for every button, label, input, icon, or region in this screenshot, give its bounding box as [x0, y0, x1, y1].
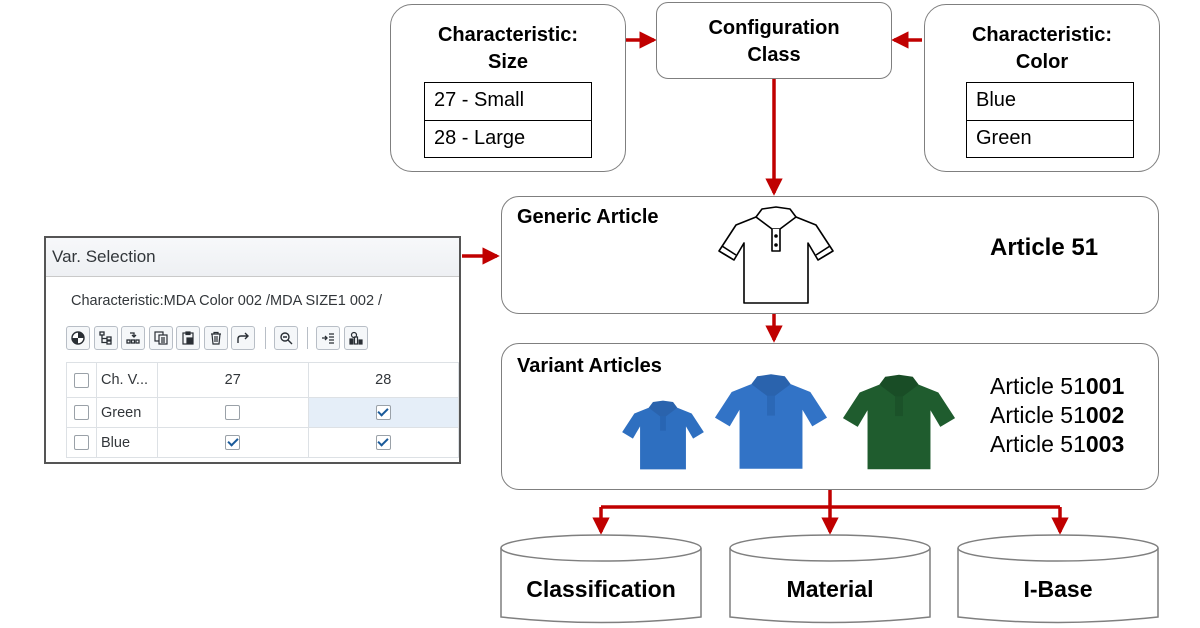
collapse-icon[interactable] — [121, 326, 145, 350]
column-header-27: 27 — [157, 362, 309, 398]
row-label-green: Green — [96, 397, 158, 428]
size-value-small: 27 - Small — [434, 89, 525, 111]
color-value-blue: Blue — [976, 89, 1017, 111]
checkbox-checked[interactable] — [375, 435, 391, 451]
indent-icon[interactable] — [316, 326, 340, 350]
blue-polo-small-image — [622, 400, 704, 470]
classification-label: Classification — [526, 576, 676, 602]
table-row: Blue — [66, 427, 459, 458]
characteristic-size-title: Characteristic: Size — [437, 24, 579, 73]
cell-blue-27[interactable] — [157, 427, 309, 458]
settings-icon[interactable] — [343, 326, 368, 350]
material-database: Material — [729, 533, 931, 625]
variant-articles-box: Variant Articles Article 51001 Article 5… — [501, 343, 1159, 490]
generic-article-box: Generic Article Article 51 — [501, 196, 1159, 314]
database-cylinder-icon — [729, 534, 931, 624]
var-selection-subtitle: Characteristic:MDA Color 002 /MDA SIZE1 … — [71, 293, 383, 309]
var-selection-toolbar — [66, 324, 371, 352]
blue-polo-large-image — [714, 374, 828, 469]
color-values-table: Blue Green — [966, 82, 1134, 158]
ibase-label: I-Base — [1023, 576, 1093, 602]
cell-green-28[interactable] — [307, 397, 459, 428]
variant-articles-label: Variant Articles — [517, 355, 662, 377]
row-select-checkbox[interactable] — [66, 427, 97, 458]
size-values-table: 27 - Small 28 - Large — [424, 82, 592, 158]
variant-article-2: Article 51002 — [990, 402, 1125, 428]
database-cylinder-icon — [500, 534, 702, 624]
polo-shirt-outline-icon — [718, 206, 834, 304]
var-selection-title: Var. Selection — [46, 238, 459, 277]
generic-article-label: Generic Article — [517, 206, 659, 228]
color-value-green: Green — [967, 120, 1133, 157]
row-label-blue: Blue — [96, 427, 158, 458]
column-header-28: 28 — [307, 362, 459, 398]
var-selection-panel: Var. Selection Characteristic:MDA Color … — [44, 236, 461, 464]
copy-icon[interactable] — [148, 326, 173, 350]
row-select-checkbox[interactable] — [66, 397, 97, 428]
variant-article-1: Article 51001 — [990, 373, 1125, 399]
database-cylinder-icon — [957, 534, 1159, 624]
paste-icon[interactable] — [176, 326, 200, 350]
hierarchy-icon[interactable] — [93, 326, 118, 350]
checkbox-unchecked[interactable] — [225, 405, 241, 421]
green-polo-image — [842, 374, 956, 470]
configuration-class-box: Configuration Class — [656, 2, 892, 79]
ibase-database: I-Base — [957, 533, 1159, 625]
toolbar-separator — [264, 327, 266, 349]
grid-header-row: Ch. V... 27 28 — [66, 362, 459, 398]
checkbox-checked[interactable] — [225, 435, 241, 451]
characteristic-size-box: Characteristic: Size 27 - Small 28 - Lar… — [390, 4, 626, 172]
characteristic-color-title: Characteristic: Color — [971, 24, 1113, 73]
toolbar-separator — [307, 327, 308, 349]
table-row: Green — [66, 397, 459, 428]
pie-chart-icon[interactable] — [66, 326, 90, 350]
delete-icon[interactable] — [203, 326, 228, 350]
variant-selection-grid: Ch. V... 27 28 Green Blue — [66, 362, 459, 458]
column-header-char-value: Ch. V... — [96, 362, 158, 398]
checkbox-checked[interactable] — [375, 405, 391, 421]
cell-blue-28[interactable] — [307, 427, 459, 458]
zoom-icon[interactable] — [273, 326, 298, 350]
size-value-large: 28 - Large — [425, 120, 591, 157]
configuration-class-title: Configuration Class — [708, 17, 840, 66]
select-all-checkbox[interactable] — [66, 362, 97, 398]
generic-article-number: Article 51 — [990, 234, 1099, 261]
characteristic-color-box: Characteristic: Color Blue Green — [924, 4, 1160, 172]
variant-article-3: Article 51003 — [990, 431, 1125, 457]
cell-green-27[interactable] — [157, 397, 309, 428]
material-label: Material — [786, 576, 874, 602]
redo-icon[interactable] — [231, 326, 255, 350]
classification-database: Classification — [500, 533, 702, 625]
